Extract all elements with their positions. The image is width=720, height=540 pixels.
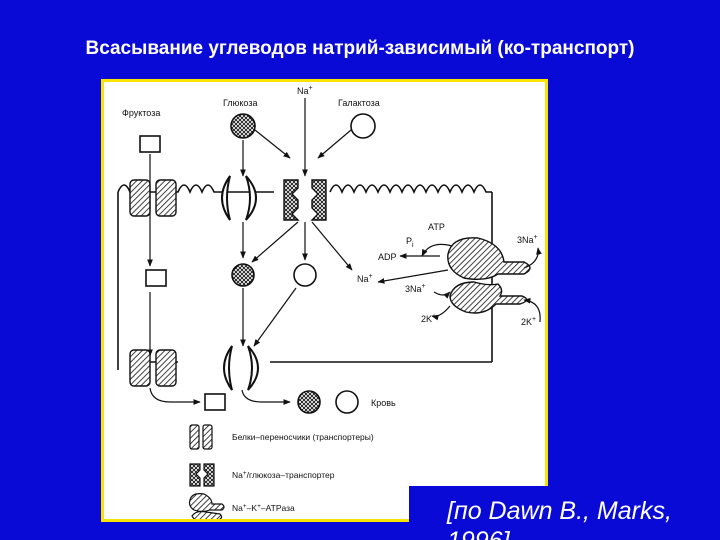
basolateral-fructose-carrier — [130, 350, 176, 386]
apical-glucose-transporter — [222, 176, 256, 220]
two-potassium-out-label: 2K+ — [521, 316, 536, 327]
intracellular-glucose — [232, 264, 254, 286]
blood-glucose — [298, 391, 320, 413]
legend-carrier-label: Белки–переносчики (транспортеры) — [232, 432, 374, 442]
slide-title: Всасывание углеводов натрий-зависимый (к… — [0, 38, 720, 60]
legend-symporter-label: Na+/глюкоза–транспортер — [232, 470, 335, 480]
citation: [по Dawn B., Marks, 1996] — [409, 486, 720, 540]
apical-carrier-protein — [130, 180, 176, 216]
adp-label: ADP — [378, 252, 397, 262]
atp-label: ATP — [428, 222, 445, 232]
basolateral-glucose-carrier — [224, 346, 258, 390]
intracellular-galactose — [294, 264, 316, 286]
fructose-molecule — [140, 136, 160, 152]
legend-atpase-label: Na+–K+–ATPаза — [232, 503, 295, 513]
blood-galactose — [336, 391, 358, 413]
sodium-label-top: Na+ — [297, 85, 313, 96]
sodium-label-mid: Na+ — [357, 273, 373, 284]
phosphate-label: Pi — [406, 236, 414, 249]
glucose-label: Глюкоза — [223, 98, 257, 108]
three-sodium-in-label: 3Na+ — [405, 283, 426, 294]
sodium-glucose-symporter — [284, 180, 326, 220]
sodium-potassium-atpase — [448, 238, 530, 313]
blood-fructose — [205, 394, 225, 410]
legend: Белки–переносчики (транспортеры) Na+/глю… — [190, 425, 374, 519]
figure: Фруктоза Глюкоза Галактоза Na+ Na+ ATP P… — [104, 82, 545, 519]
three-sodium-out-label: 3Na+ — [517, 234, 538, 245]
carbohydrate-absorption-diagram: Фруктоза Глюкоза Галактоза Na+ Na+ ATP P… — [104, 82, 545, 519]
fructose-label: Фруктоза — [122, 108, 160, 118]
galactose-label: Галактоза — [338, 98, 380, 108]
intracellular-fructose — [146, 270, 166, 286]
galactose-molecule — [351, 114, 375, 138]
two-potassium-in-label: 2K+ — [421, 313, 436, 324]
blood-label: Кровь — [371, 398, 396, 408]
glucose-molecule — [231, 114, 255, 138]
